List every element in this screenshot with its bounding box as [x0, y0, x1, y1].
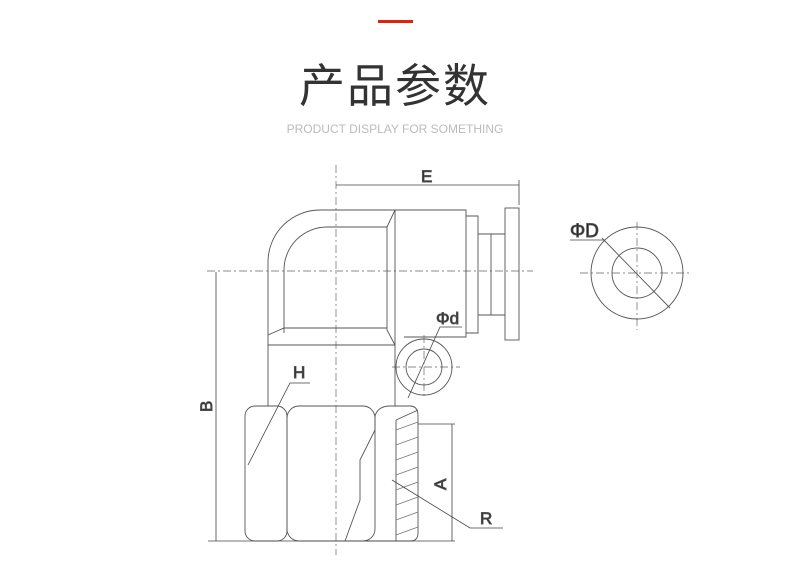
- accent-bar: [378, 20, 413, 23]
- page-title: 产品参数: [299, 59, 491, 113]
- label-R: R: [480, 509, 492, 528]
- end-view: [590, 226, 684, 320]
- label-B: B: [197, 401, 216, 412]
- dimension-lines: [208, 180, 604, 542]
- hex-nut: [244, 405, 419, 542]
- side-port: [395, 338, 453, 396]
- label-H: H: [293, 363, 305, 382]
- label-phi-D: ΦD: [570, 221, 599, 242]
- label-A: A: [431, 478, 450, 490]
- label-phi-d: Φd: [436, 309, 459, 328]
- elbow-body: [267, 207, 520, 406]
- page-subtitle: PRODUCT DISPLAY FOR SOMETHING: [286, 122, 504, 136]
- center-lines: [207, 165, 690, 555]
- label-E: E: [421, 167, 432, 186]
